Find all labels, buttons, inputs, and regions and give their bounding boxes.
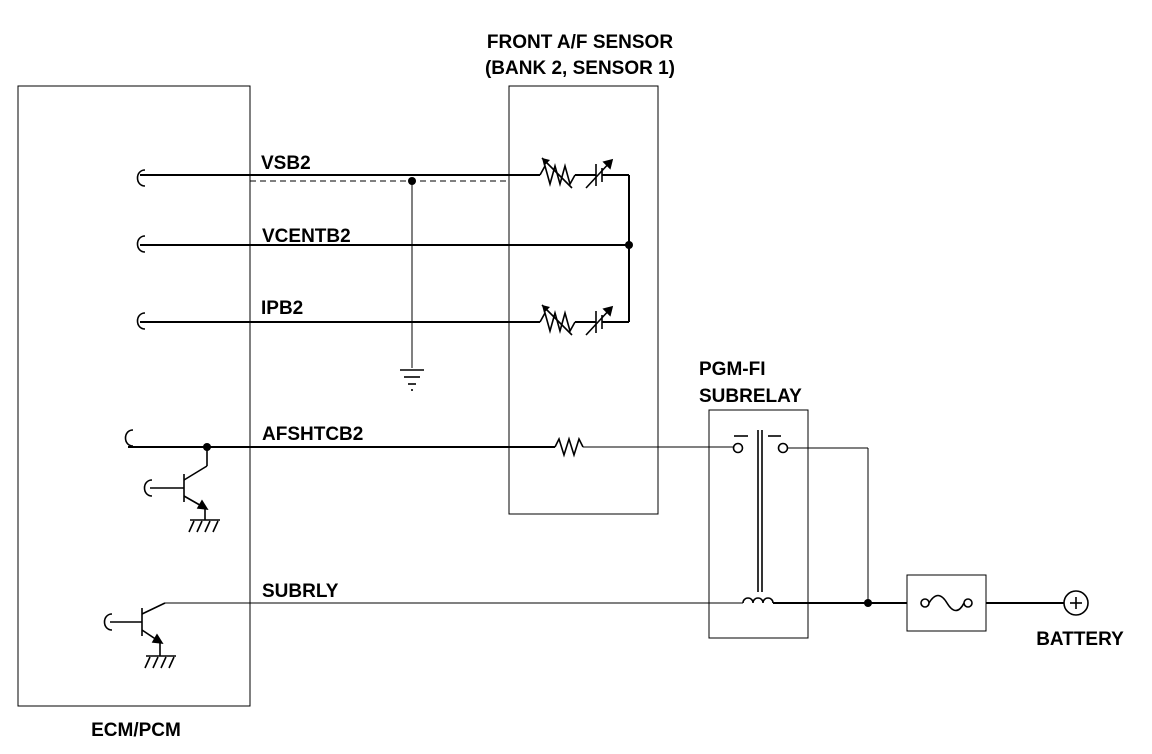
wire-label-vcentb2: VCENTB2	[262, 226, 351, 247]
battery-label: BATTERY	[1036, 629, 1124, 650]
shield-junction	[408, 177, 416, 185]
cell-bottom-icon	[585, 305, 614, 336]
relay-title: PGM-FI	[699, 359, 766, 380]
sensor-subtitle: (BANK 2, SENSOR 1)	[485, 58, 675, 79]
variable-resistor-bottom-icon	[539, 310, 576, 334]
ecm-label: ECM/PCM	[91, 720, 181, 741]
wire-label-ipb2: IPB2	[261, 298, 303, 319]
relay-driver-transistor-icon	[110, 602, 176, 669]
sensor-title: FRONT A/F SENSOR	[487, 32, 673, 53]
wire-label-vsb2: VSB2	[261, 153, 311, 174]
sensor-box	[508, 85, 659, 515]
variable-resistor-top-icon	[539, 163, 576, 187]
ecm-terminal-stubs	[103, 169, 153, 631]
battery-positive-icon	[1063, 590, 1089, 616]
relay-subtitle: SUBRELAY	[699, 386, 802, 407]
heater-transistor-icon	[150, 447, 220, 533]
heater-resistor-icon	[554, 436, 584, 458]
relay-contact-icon	[732, 430, 789, 592]
ecm-box	[17, 85, 251, 707]
battery-feed-junction	[864, 599, 872, 607]
fuse-icon	[920, 594, 973, 612]
relay-coil-icon	[742, 597, 774, 604]
relay-box	[708, 409, 809, 639]
ground-icon	[400, 369, 424, 391]
wire-label-afshtcb2: AFSHTCB2	[262, 424, 363, 445]
wire-label-subrly: SUBRLY	[262, 581, 339, 602]
